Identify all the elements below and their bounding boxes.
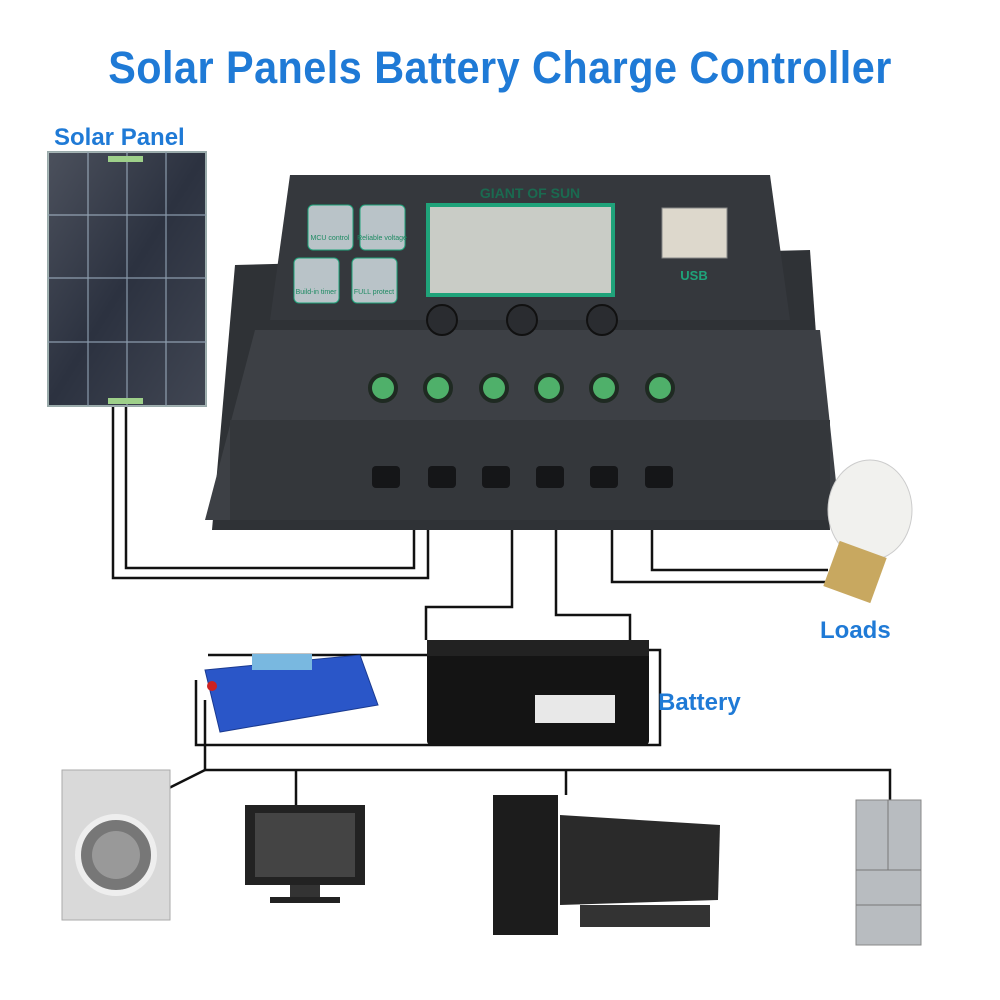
lcd-screen xyxy=(426,203,615,297)
down-button xyxy=(586,304,618,336)
light-bulb-icon xyxy=(823,459,913,604)
usb-label: USB xyxy=(680,268,707,283)
inverter xyxy=(204,654,379,733)
battery xyxy=(427,640,649,745)
refrigerator-icon xyxy=(855,799,922,946)
solar-panel xyxy=(47,151,207,407)
usb-ports xyxy=(661,207,728,259)
menu-button xyxy=(426,304,458,336)
feature-full-protect xyxy=(351,257,398,304)
feature-label: Reliable voltage xyxy=(357,235,407,242)
feature-label: Build-in timer xyxy=(296,289,338,296)
page-title: Solar Panels Battery Charge Controller xyxy=(108,42,892,93)
solar-panel-label: Solar Panel xyxy=(54,124,185,151)
washing-machine-icon xyxy=(61,769,171,921)
battery-label: Battery xyxy=(658,689,741,716)
feature-mcu-control xyxy=(307,204,354,251)
terminals xyxy=(368,373,675,403)
wires xyxy=(111,405,892,805)
up-button xyxy=(506,304,538,336)
monitor-icon xyxy=(245,805,365,903)
charge-controller: GIANT OF SUN MCU control Reliable voltag… xyxy=(205,175,840,530)
feature-build-in-timer xyxy=(293,257,340,304)
feature-label: MCU control xyxy=(311,235,350,242)
brand-logo: GIANT OF SUN xyxy=(480,185,580,201)
desktop-computer-icon xyxy=(493,795,720,935)
feature-reliable-voltage xyxy=(359,204,406,251)
loads-label: Loads xyxy=(820,617,891,644)
wire-slots xyxy=(372,466,673,488)
feature-label: FULL protect xyxy=(354,289,394,296)
